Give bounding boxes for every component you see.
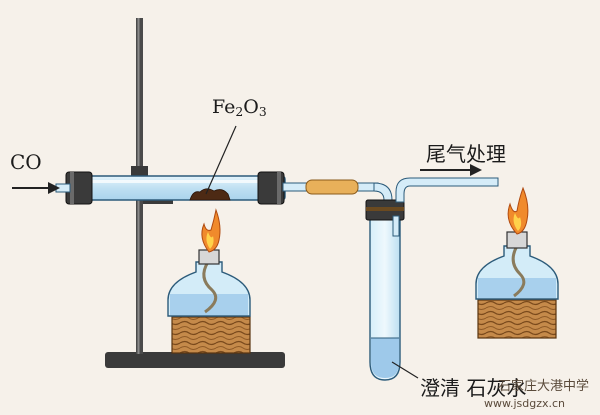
burner-wick-right (511, 245, 526, 298)
wood-block-left (171, 316, 251, 354)
stopper-band (366, 207, 404, 211)
burner-alcohol-right (478, 278, 556, 298)
limewater-label: 澄清 石灰水 (420, 376, 527, 400)
exhaust-tube (395, 177, 499, 203)
exhaust-tube-glass (395, 177, 499, 203)
stand-base (105, 352, 285, 368)
reactant-leader-line (205, 125, 237, 195)
limewater-liquid (371, 338, 399, 378)
exit-tube-stub (392, 215, 400, 237)
clamp-arm (143, 198, 173, 204)
alcohol-burner-left (167, 208, 251, 317)
flame-core-left (206, 232, 214, 249)
exhaust-treatment-label: 尾气处理 (426, 142, 506, 166)
reaction-tube-glass (79, 175, 286, 201)
inlet-gas-label: CO (10, 150, 42, 174)
flame-left (201, 208, 221, 253)
stopper-left-ring (70, 172, 74, 204)
website-watermark: www.jsdgzx.cn (484, 397, 566, 410)
stopper-right-ring (277, 172, 281, 204)
flame-right (507, 186, 529, 235)
test-tube (365, 199, 419, 381)
limewater-leader-line (391, 361, 419, 379)
reaction-tube-highlight (90, 180, 270, 183)
reactant-element-1: Fe (212, 96, 236, 118)
rubber-connector (305, 179, 359, 195)
test-tube-glass (369, 207, 401, 381)
reactant-formula-label: Fe2O3 (212, 96, 267, 119)
school-watermark: 石家庄大港中学 (498, 379, 590, 394)
burner-alcohol-left (170, 294, 248, 315)
reactant-subscript-2: 3 (258, 105, 267, 120)
inlet-arrow (12, 182, 60, 194)
flame-core-right (513, 213, 522, 231)
reactant-element-2: O (243, 96, 259, 118)
reactant-subscript-1: 2 (235, 105, 244, 120)
alcohol-burner-right (475, 186, 559, 300)
reaction-tube (55, 171, 286, 205)
wood-block-right (477, 299, 557, 339)
exhaust-arrow (420, 164, 482, 176)
burner-wick-left (202, 261, 218, 314)
